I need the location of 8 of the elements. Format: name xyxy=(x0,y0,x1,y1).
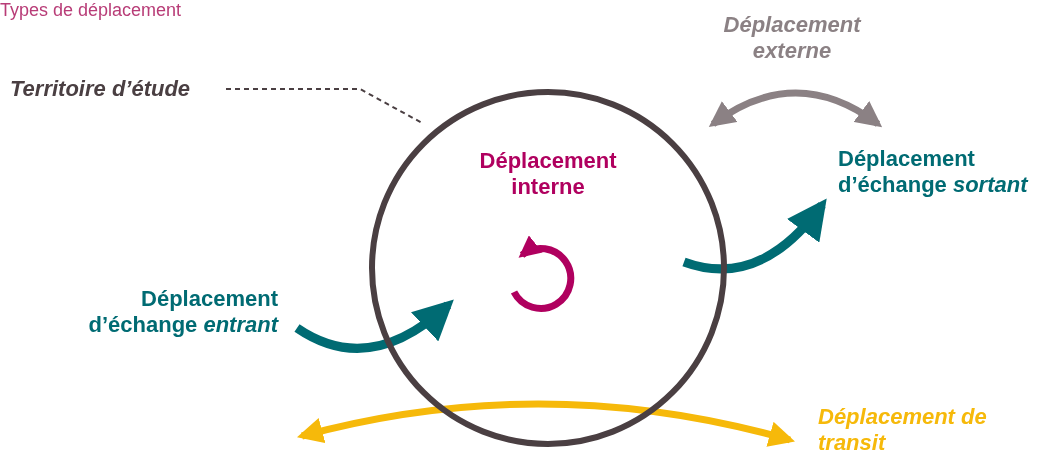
movement-label: Déplacement externe xyxy=(722,12,863,64)
movement-label: Déplacement interne xyxy=(460,148,636,200)
area-label: Territoire d’étude xyxy=(10,76,191,102)
movement-label: Déplacement de transit xyxy=(818,404,988,453)
movement-label: Déplacement d’échange sortant xyxy=(838,146,1030,198)
title: Types de déplacement xyxy=(0,0,182,20)
territory-circle xyxy=(368,88,728,448)
movement-label: Déplacement d’échange entrant xyxy=(87,286,278,338)
